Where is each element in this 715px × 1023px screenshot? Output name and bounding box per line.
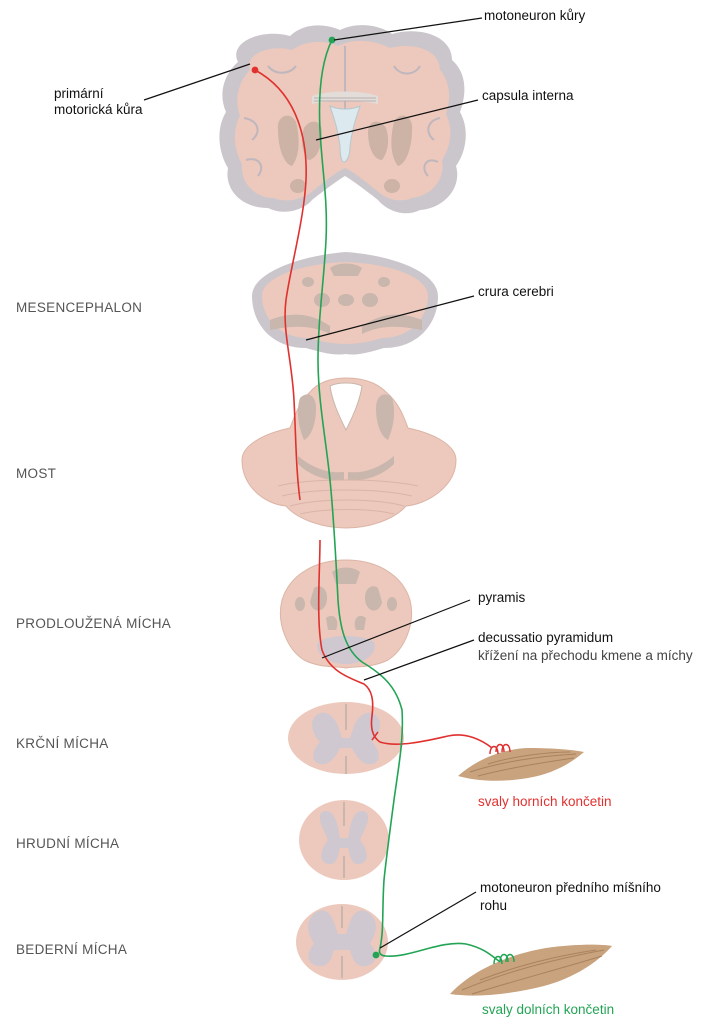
label-pyramis: pyramis bbox=[478, 590, 525, 605]
label-capsula-interna: capsula interna bbox=[482, 88, 574, 103]
cervical-cord-section bbox=[288, 702, 404, 774]
label-lower-limb-muscles: svaly dolních končetin bbox=[482, 1002, 614, 1017]
pons-section bbox=[242, 378, 456, 528]
upper-muscle-body bbox=[458, 748, 584, 781]
level-cervical: KRČNÍ MÍCHA bbox=[16, 736, 109, 751]
red-neuron-soma bbox=[252, 67, 259, 74]
medulla-section bbox=[280, 560, 411, 668]
lumbar-cord-section bbox=[296, 904, 388, 980]
label-anterior-horn-line1: motoneuron předního míšního bbox=[480, 880, 661, 895]
lower-limb-muscle bbox=[450, 945, 612, 996]
level-lumbar: BEDERNÍ MÍCHA bbox=[16, 942, 127, 957]
label-cortex-motoneuron: motoneuron kůry bbox=[484, 8, 585, 23]
level-thoracic: HRUDNÍ MÍCHA bbox=[16, 836, 119, 851]
level-medulla: PRODLOUŽENÁ MÍCHA bbox=[16, 616, 171, 631]
mesencephalon-section bbox=[252, 252, 438, 355]
level-mesencephalon: MESENCEPHALON bbox=[16, 300, 142, 315]
brain-coronal-section bbox=[219, 25, 465, 213]
green-anterior-horn-soma bbox=[373, 952, 380, 959]
label-primary-motor-line2: motorická kůra bbox=[54, 102, 143, 117]
label-primary-motor-line1: primární bbox=[54, 86, 104, 101]
upper-limb-muscle bbox=[458, 748, 584, 781]
label-crura-cerebri: crura cerebri bbox=[478, 284, 554, 299]
label-decussatio-sub: křížení na přechodu kmene a míchy bbox=[478, 648, 693, 663]
label-decussatio: decussatio pyramidum bbox=[478, 630, 613, 645]
level-most: MOST bbox=[16, 466, 56, 481]
thoracic-cord-section bbox=[299, 800, 389, 880]
label-anterior-horn-line2: rohu bbox=[480, 898, 507, 913]
lower-muscle-body bbox=[450, 945, 612, 996]
leader-anterior-horn bbox=[380, 892, 476, 948]
label-upper-limb-muscles: svaly horních končetin bbox=[478, 794, 612, 809]
